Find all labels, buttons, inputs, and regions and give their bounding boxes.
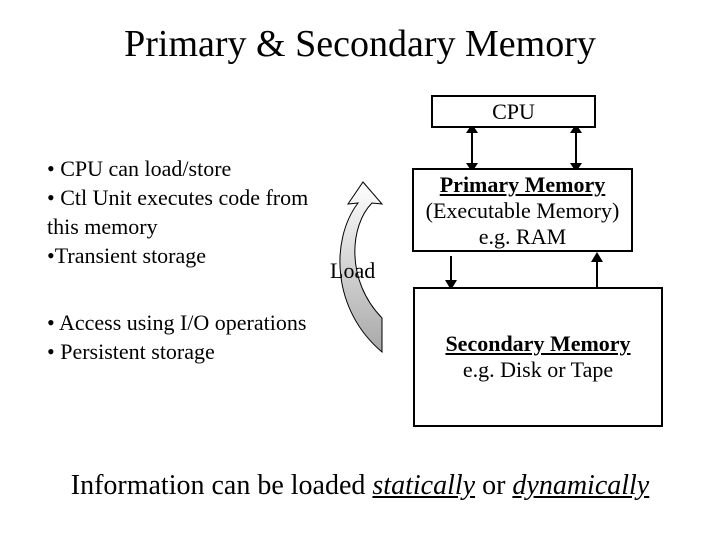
secondary-memory-box: Secondary Memory e.g. Disk or Tape xyxy=(413,287,663,427)
primary-memory-subtitle: (Executable Memory) xyxy=(425,198,620,223)
arrowhead-down-right xyxy=(570,163,582,172)
primary-memory-box: Primary Memory (Executable Memory) e.g. … xyxy=(412,168,633,252)
primary-memory-points: • CPU can load/store • Ctl Unit executes… xyxy=(47,154,308,270)
arrowhead-up-left xyxy=(466,124,478,133)
arrowhead-up-right xyxy=(570,124,582,133)
list-item: •Transient storage xyxy=(47,243,207,268)
cpu-label: CPU xyxy=(492,99,535,124)
cpu-box: CPU xyxy=(431,95,596,128)
footer-word-dynamically: dynamically xyxy=(512,470,650,501)
slide-title: Primary & Secondary Memory xyxy=(124,23,596,65)
arrowhead-down-left xyxy=(466,163,478,172)
secondary-memory-points: • Access using I/O operations • Persiste… xyxy=(47,308,306,366)
footer-middle: or xyxy=(475,470,513,501)
list-item: • Persistent storage xyxy=(47,339,215,364)
footer-word-statically: statically xyxy=(372,470,476,501)
load-curved-arrow xyxy=(339,181,384,354)
load-label: Load xyxy=(330,258,376,283)
arrowhead-down xyxy=(445,280,457,290)
secondary-memory-example: e.g. Disk or Tape xyxy=(462,357,614,382)
cpu-primary-arrows xyxy=(466,124,582,172)
primary-memory-heading: Primary Memory xyxy=(439,172,606,197)
list-item: • Access using I/O operations xyxy=(47,310,307,335)
list-item: this memory xyxy=(47,214,158,239)
footer-statement: Information can be loaded statically or … xyxy=(0,470,720,502)
list-item: • Ctl Unit executes code from xyxy=(47,185,309,210)
footer-prefix: Information can be loaded xyxy=(70,470,373,501)
primary-secondary-arrows xyxy=(445,252,603,290)
list-item: • CPU can load/store xyxy=(47,156,232,181)
primary-memory-example: e.g. RAM xyxy=(478,224,567,249)
secondary-memory-heading: Secondary Memory xyxy=(445,331,631,356)
arrowhead-up xyxy=(591,252,603,262)
